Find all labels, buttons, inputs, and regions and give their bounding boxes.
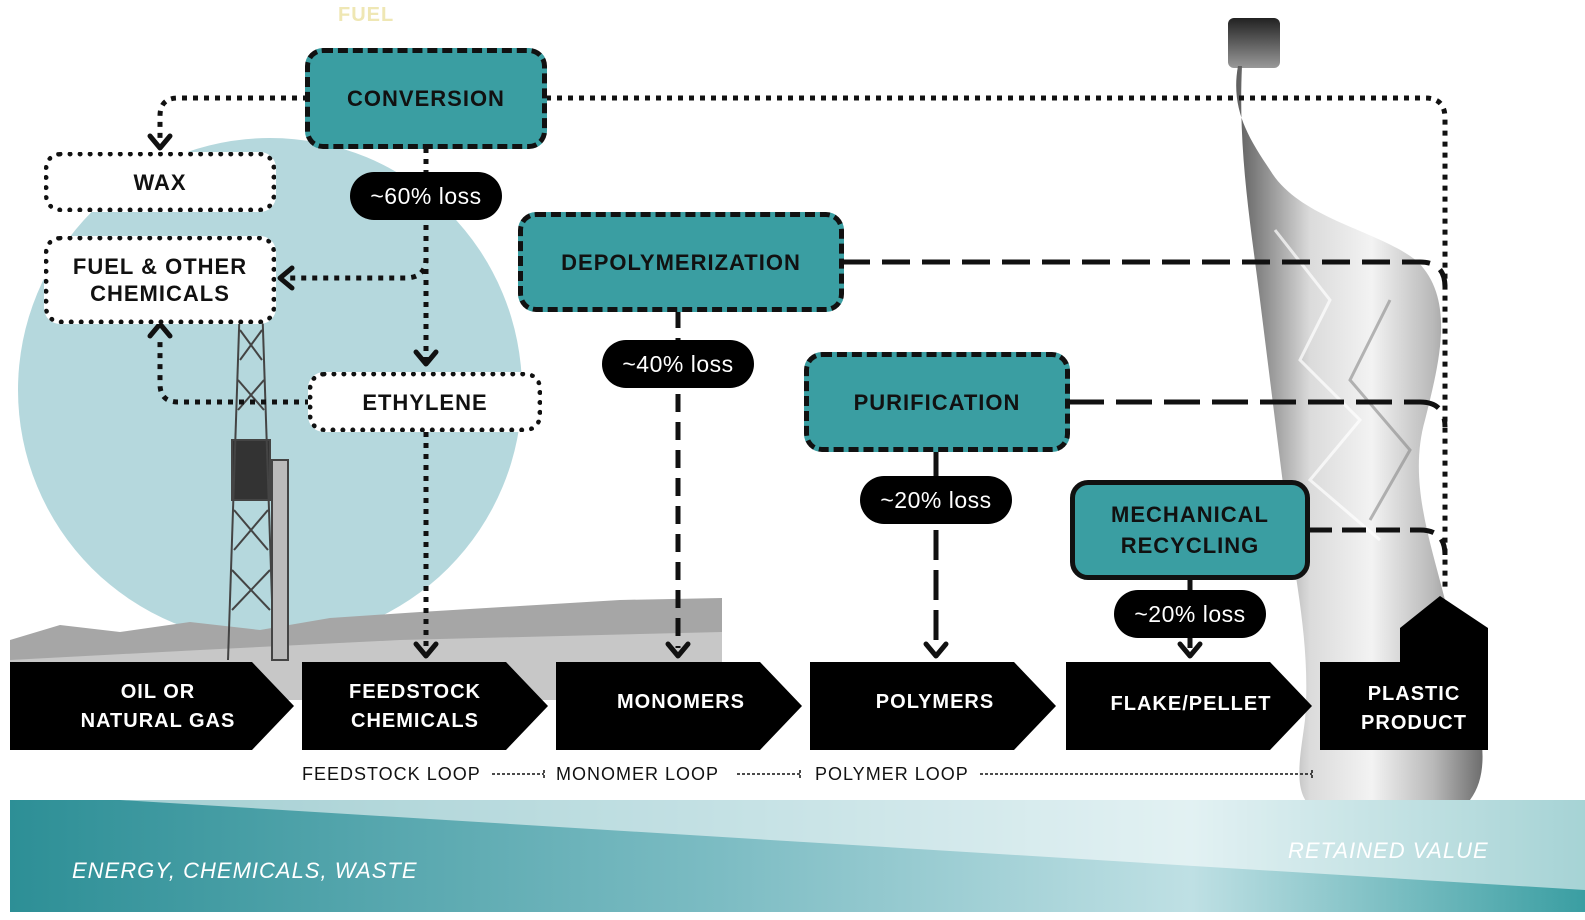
loss-badge-depolymerization: ~40% loss [602, 340, 754, 388]
depolymerization-box: DEPOLYMERIZATION [518, 212, 844, 312]
footer-retained-value: RETAINED VALUE [1288, 838, 1489, 863]
stage-plastic-product: PLASTIC PRODUCT [1320, 672, 1508, 746]
stage-plastic-product-box [1320, 596, 1488, 750]
wax-label: WAX [133, 169, 187, 195]
stage-chevron-oil [10, 662, 294, 750]
purification-label: PURIFICATION [853, 389, 1021, 415]
stage-monomers-label: MONOMERS [617, 690, 745, 713]
connector-ethylene-fuel [157, 340, 310, 405]
stage-feedstock-line2: CHEMICALS [351, 710, 479, 732]
stage-feedstock-line1: FEEDSTOCK [349, 681, 481, 703]
monomer-loop-label: MONOMER LOOP [556, 764, 720, 784]
stage-oil-natural-gas: OIL OR NATURAL GAS [20, 672, 296, 742]
stage-flake-pellet: FLAKE/PELLET [1066, 674, 1316, 734]
stage-flake-label: FLAKE/PELLET [1110, 692, 1272, 715]
footer-energy-chemicals-waste: ENERGY, CHEMICALS, WASTE [72, 858, 418, 883]
connector-to-fuel [290, 257, 429, 281]
conversion-label: CONVERSION [347, 86, 505, 111]
stage-polymers-label: POLYMERS [875, 690, 995, 713]
arrowhead-flake [1177, 641, 1203, 659]
stage-oil-line2: NATURAL GAS [80, 710, 236, 732]
mechanical-label-line1: MECHANICAL [1111, 502, 1269, 527]
stage-chevron-feedstock [302, 662, 548, 750]
fuel-label-line1: FUEL & OTHER [72, 254, 248, 279]
connector-purif-product [1068, 399, 1448, 428]
purification-box: PURIFICATION [804, 352, 1070, 452]
stage-chevrons [10, 596, 1488, 750]
connector-conversion-wax [157, 95, 308, 140]
connector-mech-product [1308, 527, 1448, 556]
arrowhead-monomers [665, 641, 691, 659]
connector-depoly-product [842, 259, 1448, 288]
mechanical-recycling-box: MECHANICAL RECYCLING [1070, 480, 1310, 580]
arrowhead-fuel-up [147, 321, 173, 339]
ethylene-box: ETHYLENE [308, 372, 542, 432]
drilling-rig-image [227, 290, 289, 661]
conversion-box: CONVERSION [305, 48, 547, 149]
fuel-label-line2: CHEMICALS [90, 281, 230, 306]
stage-polymers: POLYMERS [810, 672, 1060, 732]
depolymerization-label: DEPOLYMERIZATION [561, 249, 801, 275]
stage-chevron-flake [1066, 662, 1312, 750]
mechanical-label-line2: RECYCLING [1120, 533, 1260, 558]
stage-monomers: MONOMERS [556, 672, 806, 732]
polymer-loop-label: POLYMER LOOP [815, 764, 969, 784]
stage-chevron-monomers [556, 662, 802, 750]
stage-plastic-line1: PLASTIC [1367, 683, 1461, 705]
arrowhead-ethylene [413, 349, 439, 367]
wax-box: WAX [44, 152, 276, 212]
stage-chevron-polymers [810, 662, 1056, 750]
fuel-top-label: FUEL [338, 4, 395, 26]
loss-badge-mechanical: ~20% loss [1114, 590, 1266, 638]
connector-conversion-product [546, 95, 1448, 590]
arrowhead-feedstock [413, 641, 439, 659]
loss-badge-conversion: ~60% loss [350, 172, 502, 220]
feedstock-loop-label: FEEDSTOCK LOOP [302, 764, 481, 784]
stage-feedstock-chemicals: FEEDSTOCK CHEMICALS [302, 672, 528, 742]
stage-oil-line1: OIL OR [120, 681, 196, 703]
arrowhead-wax [147, 133, 173, 151]
arrowhead-polymers [923, 641, 949, 659]
loss-badge-purification: ~20% loss [860, 476, 1012, 524]
ethylene-label: ETHYLENE [362, 389, 488, 415]
arrowhead-fuel-right [277, 265, 295, 291]
stage-plastic-line2: PRODUCT [1361, 712, 1467, 734]
